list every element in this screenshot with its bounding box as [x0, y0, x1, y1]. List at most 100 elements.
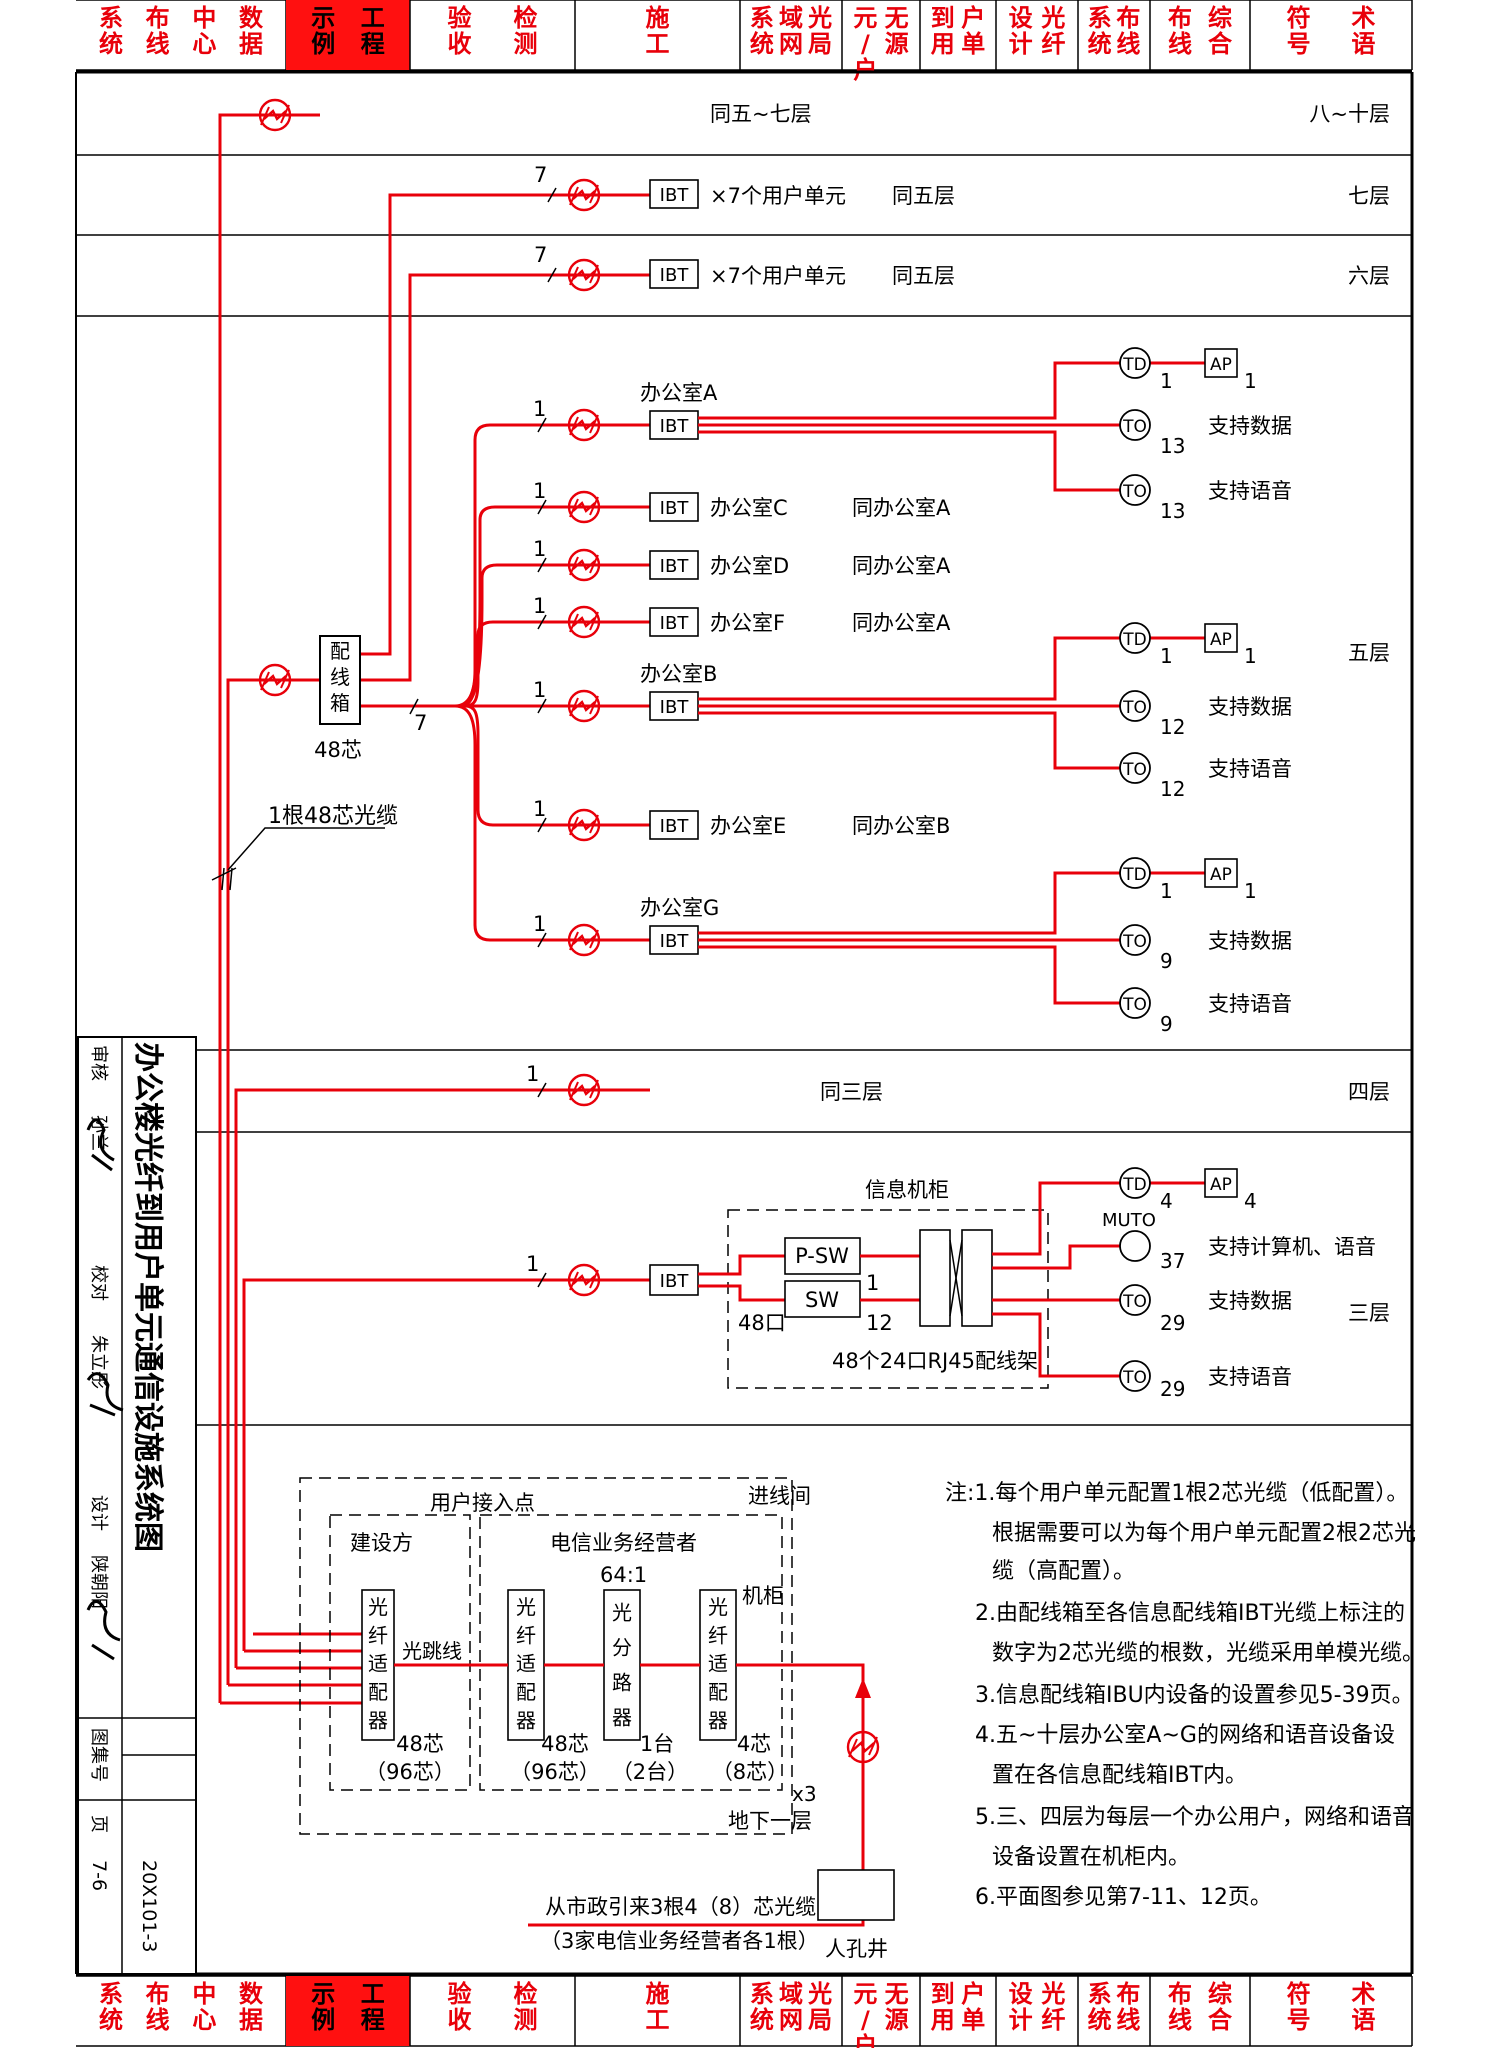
- nav-tab-label[interactable]: 线: [1116, 30, 1140, 58]
- nav-tab-label[interactable]: 无: [885, 1980, 909, 2008]
- nav-tab-label[interactable]: 验: [448, 4, 472, 32]
- nav-tab-label[interactable]: 示: [311, 4, 335, 32]
- to-data-desc: 支持数据: [1208, 929, 1292, 953]
- nav-tab-label[interactable]: 统: [1088, 30, 1112, 58]
- nav-tab-label[interactable]: 收: [448, 30, 472, 58]
- nav-tab-label[interactable]: 号: [1287, 2006, 1311, 2034]
- nav-tab-label[interactable]: 语: [1351, 30, 1375, 58]
- nav-tab-label[interactable]: 系: [750, 4, 774, 32]
- ap-count: 1: [1244, 644, 1257, 668]
- nav-tab-label[interactable]: 元: [853, 4, 877, 32]
- nav-tab-label[interactable]: 到: [931, 4, 955, 32]
- nav-tab-label[interactable]: 程: [361, 2006, 385, 2034]
- nav-tab-label[interactable]: 据: [239, 30, 263, 58]
- nav-tab-label[interactable]: 局: [808, 30, 832, 58]
- nav-tab-label[interactable]: 光: [1040, 1980, 1065, 2008]
- nav-tab-label[interactable]: 号: [1287, 30, 1311, 58]
- nav-tab-label[interactable]: 网: [779, 2006, 803, 2034]
- nav-tab-label[interactable]: 综: [1208, 4, 1232, 32]
- nav-tab-label[interactable]: 例: [311, 2006, 335, 2034]
- nav-tab-label[interactable]: 数: [239, 4, 264, 32]
- nav-tab-label[interactable]: 系: [99, 4, 123, 32]
- nav-tab-label[interactable]: 统: [1088, 2006, 1112, 2034]
- nav-tab-label[interactable]: 光: [807, 1980, 832, 2008]
- nav-tab-label[interactable]: 光: [1040, 4, 1065, 32]
- nav-tab-label[interactable]: 设: [1009, 4, 1033, 32]
- nav-tab-label[interactable]: 工: [361, 1980, 385, 2008]
- nav-tab-label[interactable]: 程: [361, 30, 385, 58]
- nav-tab-label[interactable]: /: [861, 2006, 870, 2034]
- nav-tab-label[interactable]: 用: [931, 30, 955, 58]
- nav-tab-label[interactable]: 到: [931, 1980, 955, 2008]
- nav-tab-label[interactable]: 综: [1208, 1980, 1232, 2008]
- nav-tab-label[interactable]: 施: [646, 4, 670, 32]
- nav-tab-label[interactable]: 局: [808, 2006, 832, 2034]
- nav-tab-label[interactable]: 源: [885, 2006, 909, 2034]
- nav-tab-label[interactable]: 统: [750, 2006, 774, 2034]
- nav-tab-label[interactable]: 合: [1208, 2006, 1233, 2034]
- nav-tab-label[interactable]: 系: [99, 1980, 123, 2008]
- nav-tab-label[interactable]: 术: [1351, 4, 1375, 32]
- nav-tab-label[interactable]: 布: [1116, 1980, 1140, 2008]
- nav-tab-label[interactable]: 符: [1287, 4, 1311, 32]
- nav-tab-label[interactable]: 户: [853, 2032, 877, 2048]
- nav-tab-label[interactable]: 工: [646, 30, 670, 58]
- nav-tab-label[interactable]: 系: [1088, 4, 1112, 32]
- nav-tab-label[interactable]: 线: [146, 2006, 170, 2034]
- nav-tab-label[interactable]: 纤: [1041, 2006, 1065, 2034]
- nav-tab-label[interactable]: 布: [1168, 4, 1192, 32]
- nav-tab-label[interactable]: 数: [239, 1980, 264, 2008]
- nav-tab-label[interactable]: 光: [807, 4, 832, 32]
- nav-tab-label[interactable]: 纤: [1041, 30, 1065, 58]
- nav-tab-label[interactable]: 计: [1009, 2006, 1033, 2034]
- nav-tab-label[interactable]: 户: [961, 4, 985, 32]
- nav-tab-label[interactable]: 工: [361, 4, 385, 32]
- nav-tab-label[interactable]: 线: [1116, 2006, 1140, 2034]
- nav-tab-label[interactable]: 收: [448, 2006, 472, 2034]
- nav-tab-label[interactable]: 布: [146, 1980, 170, 2008]
- nav-tab-label[interactable]: 测: [514, 30, 538, 58]
- nav-tab-label[interactable]: 验: [448, 1980, 472, 2008]
- nav-tab-label[interactable]: 线: [1168, 2006, 1192, 2034]
- nav-tab-label[interactable]: 心: [192, 30, 216, 58]
- nav-tab-label[interactable]: 布: [1168, 1980, 1192, 2008]
- nav-tab-label[interactable]: 心: [192, 2006, 216, 2034]
- nav-tab-label[interactable]: 合: [1208, 30, 1233, 58]
- nav-tab-label[interactable]: 布: [146, 4, 170, 32]
- nav-tab-label[interactable]: 符: [1287, 1980, 1311, 2008]
- nav-tab-label[interactable]: 单: [961, 2006, 985, 2034]
- nav-tab-label[interactable]: 据: [239, 2006, 263, 2034]
- nav-tab-label[interactable]: 统: [99, 30, 123, 58]
- nav-tab-label[interactable]: 检: [514, 4, 538, 32]
- nav-tab-label[interactable]: 源: [885, 30, 909, 58]
- nav-tab-label[interactable]: 域: [779, 1980, 803, 2008]
- nav-tab-label[interactable]: 单: [961, 30, 985, 58]
- nav-tab-label[interactable]: 户: [853, 56, 877, 84]
- nav-tab-label[interactable]: 术: [1351, 1980, 1375, 2008]
- nav-tab-label[interactable]: 施: [646, 1980, 670, 2008]
- nav-tab-label[interactable]: 统: [99, 2006, 123, 2034]
- nav-tab-label[interactable]: 工: [646, 2006, 670, 2034]
- nav-tab-label[interactable]: 统: [750, 30, 774, 58]
- nav-tab-label[interactable]: 检: [514, 1980, 538, 2008]
- nav-tab-label[interactable]: 用: [931, 2006, 955, 2034]
- nav-tab-label[interactable]: 系: [750, 1980, 774, 2008]
- nav-tab-label[interactable]: 语: [1351, 2006, 1375, 2034]
- nav-tab-label[interactable]: 布: [1116, 4, 1140, 32]
- nav-tab-label[interactable]: 线: [146, 30, 170, 58]
- nav-tab-label[interactable]: 系: [1088, 1980, 1112, 2008]
- nav-tab-label[interactable]: 户: [961, 1980, 985, 2008]
- nav-tab-label[interactable]: 示: [311, 1980, 335, 2008]
- nav-tab-label[interactable]: 计: [1009, 30, 1033, 58]
- nav-tab-label[interactable]: 域: [779, 4, 803, 32]
- nav-tab-label[interactable]: 中: [192, 4, 216, 32]
- nav-tab-label[interactable]: 设: [1009, 1980, 1033, 2008]
- nav-tab-label[interactable]: 线: [1168, 30, 1192, 58]
- nav-tab-label[interactable]: 无: [885, 4, 909, 32]
- nav-tab-label[interactable]: 测: [514, 2006, 538, 2034]
- nav-tab-label[interactable]: 中: [192, 1980, 216, 2008]
- nav-tab-label[interactable]: 网: [779, 30, 803, 58]
- nav-tab-label[interactable]: /: [861, 30, 870, 58]
- nav-tab-label[interactable]: 例: [311, 30, 335, 58]
- nav-tab-label[interactable]: 元: [853, 1980, 877, 2008]
